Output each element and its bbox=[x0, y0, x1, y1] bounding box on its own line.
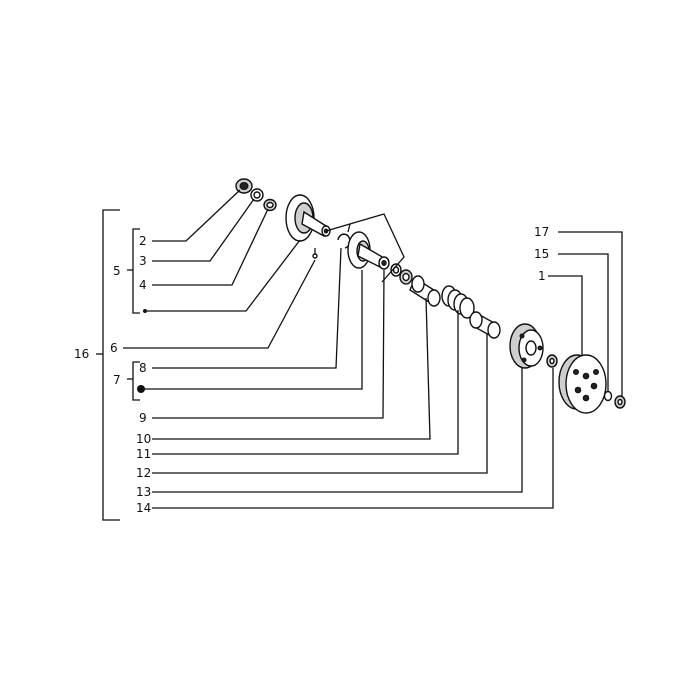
callout-7: 7 bbox=[113, 373, 121, 387]
part-seal-9 bbox=[390, 263, 402, 277]
part-movable-pulley-half bbox=[347, 231, 390, 270]
part-bearing-2 bbox=[235, 178, 253, 194]
bracket-7 bbox=[127, 361, 140, 401]
part-spacer-13 bbox=[469, 311, 501, 339]
part-washer-15 bbox=[603, 390, 613, 402]
part-sleeve-11 bbox=[409, 275, 441, 307]
callout-10: 10 bbox=[136, 432, 151, 446]
part-spring-12 bbox=[441, 285, 475, 319]
callout-2: 2 bbox=[139, 234, 147, 248]
part-nut-17 bbox=[614, 395, 626, 409]
callout-16: 16 bbox=[74, 347, 89, 361]
bracket-16 bbox=[96, 209, 120, 521]
callout-13: 13 bbox=[136, 485, 151, 499]
bullet-dot-7 bbox=[137, 385, 145, 393]
callout-6: 6 bbox=[110, 341, 118, 355]
callout-11: 11 bbox=[136, 447, 151, 461]
part-bushing-4 bbox=[263, 198, 277, 212]
callout-1: 1 bbox=[538, 269, 546, 283]
part-fixed-pulley-half bbox=[285, 194, 331, 242]
leader-lines bbox=[123, 189, 623, 509]
part-clutch-assembly bbox=[509, 323, 544, 369]
part-ring-3 bbox=[250, 188, 264, 202]
part-clutch-bell-1 bbox=[558, 354, 607, 414]
callout-12: 12 bbox=[136, 466, 151, 480]
callout-3: 3 bbox=[139, 254, 147, 268]
callout-17: 17 bbox=[534, 225, 549, 239]
part-washer-14 bbox=[546, 354, 558, 368]
callout-5: 5 bbox=[113, 264, 121, 278]
part-ring-10 bbox=[399, 269, 413, 285]
callout-4: 4 bbox=[139, 278, 147, 292]
callout-14: 14 bbox=[136, 501, 151, 515]
bullet-dot-5 bbox=[143, 309, 147, 313]
part-pin-6 bbox=[312, 248, 318, 259]
callout-15: 15 bbox=[534, 247, 549, 261]
callout-9: 9 bbox=[139, 411, 147, 425]
bracket-5 bbox=[127, 228, 140, 314]
callout-8: 8 bbox=[139, 361, 147, 375]
